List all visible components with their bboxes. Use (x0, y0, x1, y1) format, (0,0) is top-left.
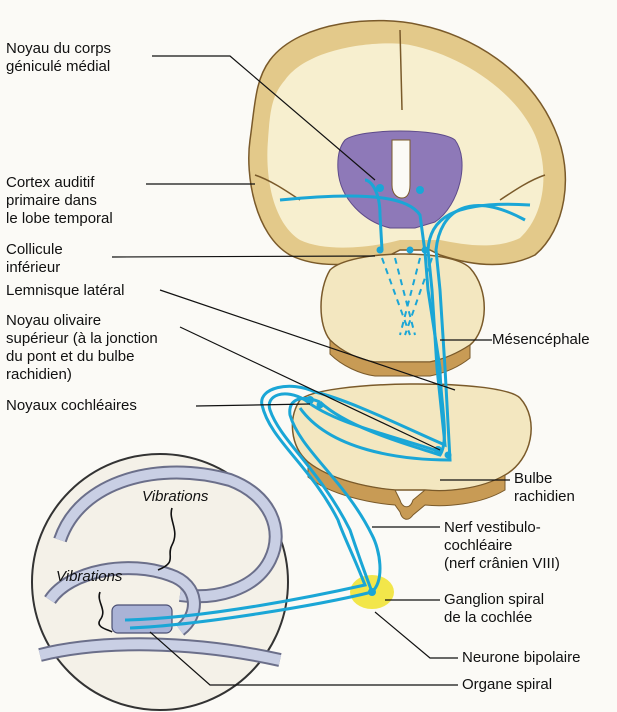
label-lemnisque-lateral: Lemnisque latéral (6, 282, 124, 300)
label-organe-spiral: Organe spiral (462, 676, 552, 694)
label-collicule-inferieur: Collicule inférieur (6, 241, 63, 277)
label-noyau-olivaire: Noyau olivaire supérieur (à la jonction … (6, 312, 158, 384)
label-vibrations-upper: Vibrations (142, 488, 208, 505)
label-neurone-bipolaire: Neurone bipolaire (462, 649, 580, 667)
label-noyau-corps-genicule: Noyau du corps géniculé médial (6, 40, 111, 76)
label-bulbe-rachidien: Bulbe rachidien (514, 470, 575, 506)
label-vibrations-lower: Vibrations (56, 568, 122, 585)
label-cortex-auditif: Cortex auditif primaire dans le lobe tem… (6, 174, 113, 228)
label-mesencephale: Mésencéphale (492, 331, 590, 349)
label-noyaux-cochleaires: Noyaux cochléaires (6, 397, 137, 415)
label-nerf-vestibulo-cochleaire: Nerf vestibulo- cochléaire (nerf crânien… (444, 519, 560, 573)
medulla-section (292, 384, 531, 519)
label-ganglion-spiral: Ganglion spiral de la cochlée (444, 591, 544, 627)
brain-coronal-section (249, 21, 566, 265)
